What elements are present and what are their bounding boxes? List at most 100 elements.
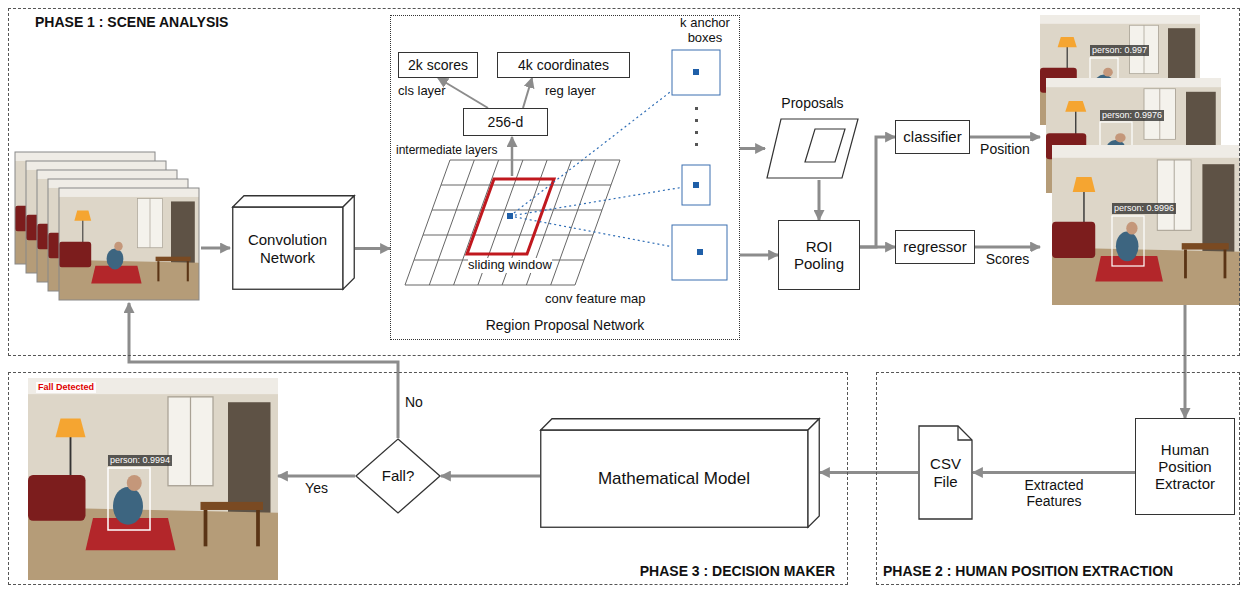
anchor-center: [693, 69, 699, 75]
process-block: Mathematical Model: [540, 418, 820, 528]
phase-title: PHASE 1 : SCENE ANALYSIS: [35, 14, 228, 30]
detected-frame: [28, 378, 278, 580]
detection-box: [108, 468, 150, 530]
flow-arrow: [820, 471, 918, 474]
box-label: 256-d: [488, 114, 524, 130]
process-box: 256-d: [463, 108, 548, 136]
anchor-box: [672, 50, 720, 95]
flow-arrow: [523, 78, 532, 108]
box-label: CSV File: [923, 455, 968, 490]
anchor-center: [697, 249, 703, 255]
block-front: [541, 430, 808, 527]
box-label: Convolution Network: [237, 231, 338, 266]
box-label: 2k scores: [408, 57, 468, 73]
detection-box: [1112, 216, 1144, 266]
phase-title: PHASE 3 : DECISION MAKER: [640, 563, 835, 579]
proposal-region: [767, 119, 858, 178]
process-block: Convolution Network: [232, 195, 355, 290]
process-box: ROI Pooling: [778, 220, 860, 290]
edge-label: Extracted Features: [1016, 477, 1092, 509]
feature-map-grid: [405, 72, 700, 285]
box-label: regressor: [903, 238, 966, 255]
flow-arrow: [740, 254, 778, 257]
detection-text: person: 0.997: [1090, 45, 1149, 56]
box-label: Human Position Extractor: [1141, 441, 1229, 493]
text-area: regressor: [896, 231, 974, 263]
anchor-link: [510, 72, 696, 216]
block-side: [808, 419, 819, 528]
block-top: [233, 196, 355, 207]
sliding-window: [467, 179, 554, 254]
annotation-label: reg layer: [545, 84, 596, 99]
box-label: 4k coordinates: [518, 57, 609, 73]
anchor-box: [682, 165, 710, 205]
edge-label: Yes: [303, 480, 330, 496]
decision-label: Fall?: [382, 467, 415, 484]
frame-border: [59, 188, 199, 300]
text-area: CSV File: [918, 425, 973, 520]
anchor-link: [510, 185, 696, 216]
decision-diamond: Fall?: [355, 438, 441, 514]
fall-frame: [28, 378, 278, 580]
ellipsis-dot: [695, 131, 698, 134]
anchor-center: [693, 182, 699, 188]
text-area: 4k coordinates: [498, 53, 629, 77]
annotation-label: k anchor boxes: [674, 16, 736, 46]
phase-title: PHASE 2 : HUMAN POSITION EXTRACTION: [883, 563, 1173, 579]
process-box: Human Position Extractor: [1135, 418, 1235, 515]
text-area: Mathematical Model: [540, 430, 808, 528]
annotation-label: conv feature map: [545, 292, 645, 307]
proposal-outline: [765, 117, 860, 180]
flow-arrow: [970, 136, 1040, 139]
process-box: 4k coordinates: [497, 52, 630, 78]
block-front: [233, 207, 343, 289]
loop-back-arrow: [129, 303, 398, 438]
flow-arrow: [201, 247, 230, 250]
detection-image: person: 0.997 person: 0.9976 person: 0.999…: [1040, 15, 1240, 305]
block-side: [343, 196, 354, 290]
flow-arrow: [740, 147, 765, 150]
diamond-shape: [356, 439, 440, 513]
detection-text: person: 0.9996: [1112, 203, 1176, 214]
flow-arrow: [818, 180, 821, 220]
edge-label: Position: [978, 141, 1032, 157]
ellipsis-dot: [695, 107, 698, 110]
annotation-label: No: [405, 394, 423, 410]
csv-file-icon: CSV File: [918, 425, 973, 520]
phase-panel: Mathematical Model Fall? Fall Detected pers…: [8, 372, 848, 585]
text-area: 256-d: [464, 109, 547, 135]
annotation-label: sliding window: [468, 258, 552, 273]
video-frame: [59, 188, 199, 300]
annotation-label: cls layer: [398, 84, 446, 99]
ellipsis-dot: [695, 143, 698, 146]
flow-arrow: [975, 246, 1040, 249]
flow-arrow: [278, 475, 355, 478]
text-area: Fall?: [355, 438, 441, 514]
block-top: [541, 419, 820, 430]
annotation-label: intermediate layers: [396, 144, 497, 158]
layer-arrow: [511, 137, 514, 176]
flow-arrow: [860, 246, 895, 249]
process-box: classifier: [895, 120, 970, 154]
ellipsis-dot: [695, 119, 698, 122]
process-box: 2k scores: [398, 52, 478, 78]
document-shape: [919, 426, 972, 519]
text-area: classifier: [896, 121, 969, 153]
proposal-shape: Proposals: [765, 95, 860, 180]
box-label: ROI Pooling: [784, 238, 854, 273]
page-fold: [958, 426, 972, 440]
detection-text: Fall Detected: [36, 382, 96, 393]
box-label: Mathematical Model: [598, 469, 750, 489]
text-area: Convolution Network: [232, 207, 343, 290]
detection-image: Fall Detected person: 0.9994: [28, 378, 278, 580]
text-area: ROI Pooling: [779, 221, 859, 289]
anchor-boxes: [672, 50, 727, 280]
flow-arrow: [1184, 305, 1187, 418]
text-area: Human Position Extractor: [1136, 419, 1234, 514]
detection-text: person: 0.9976: [1100, 110, 1164, 121]
anchor-box: [672, 225, 727, 280]
detection-text: person: 0.9994: [108, 455, 172, 466]
proposal-region: [805, 129, 845, 162]
box-label: classifier: [903, 128, 961, 145]
output-frame-stack: [1040, 15, 1240, 305]
